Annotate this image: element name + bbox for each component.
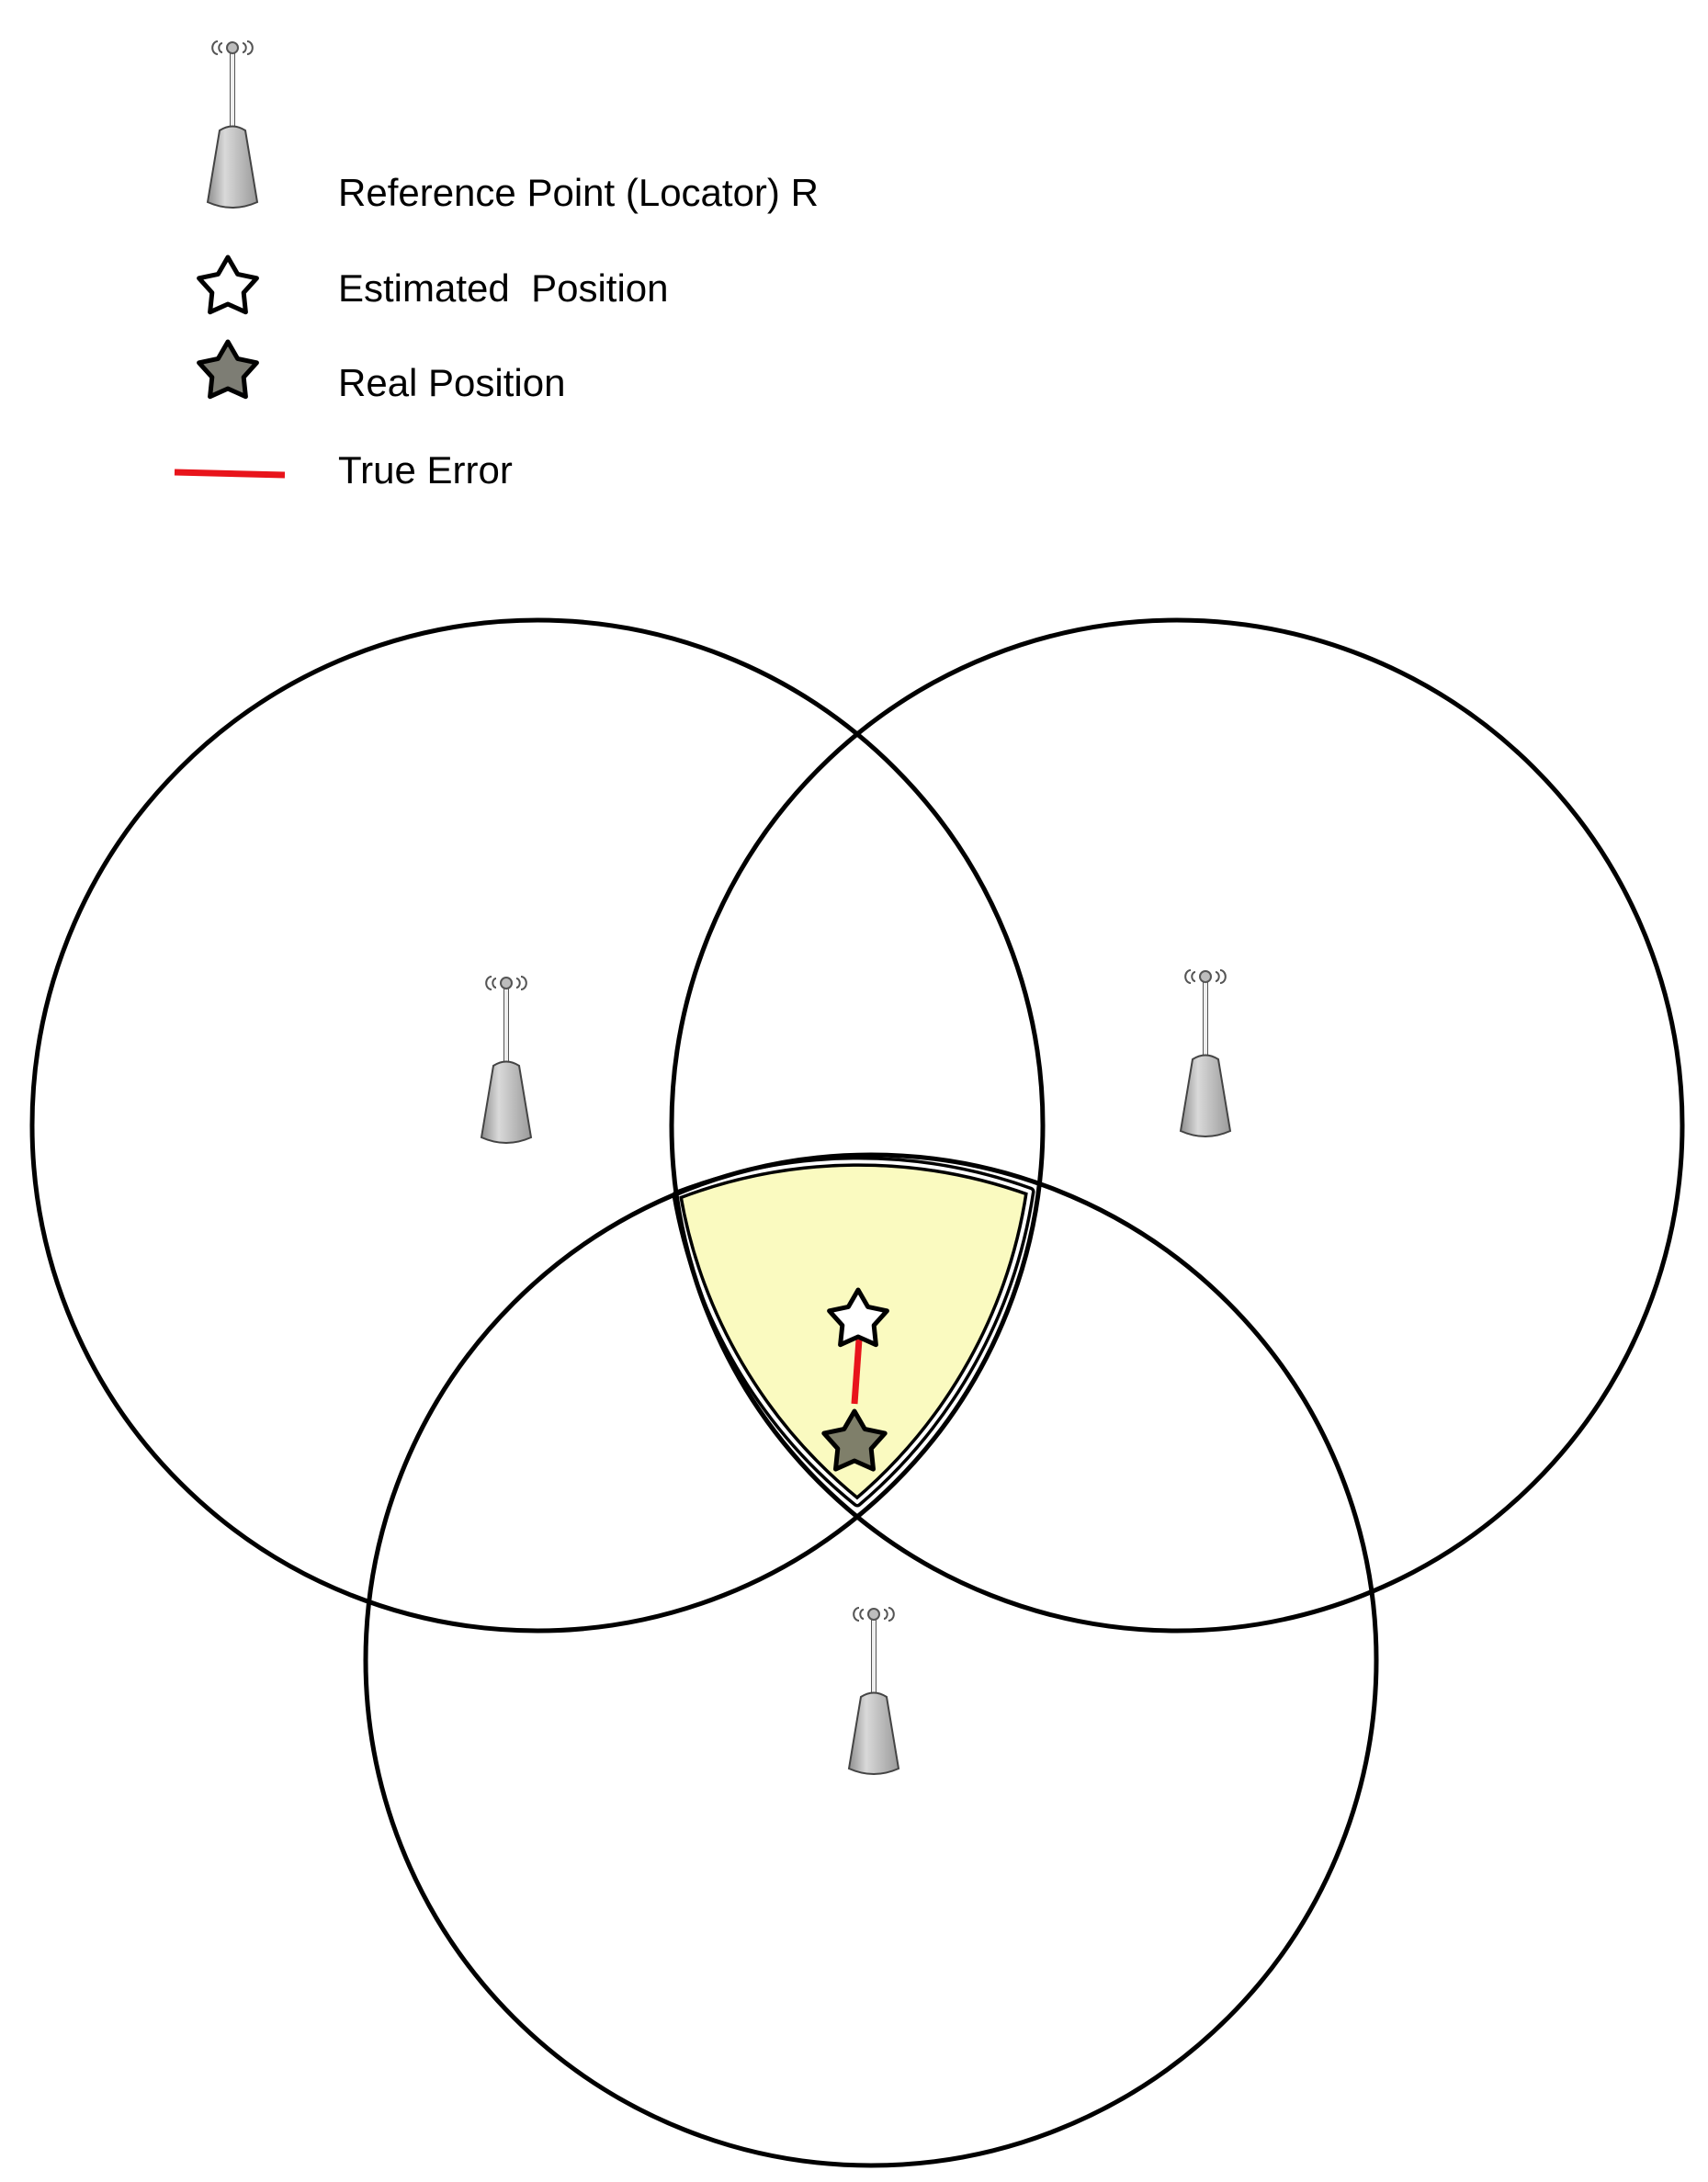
- antenna-tower-icon: [848, 1607, 899, 1775]
- legend-estimated-position-label: Estimated Position: [338, 266, 669, 310]
- antenna-tower-icon: [1180, 969, 1231, 1137]
- true-error-line: [851, 1339, 863, 1405]
- range-circle-left: [29, 617, 1046, 1634]
- estimated-position-star: [827, 1287, 889, 1348]
- legend-reference-point-label: Reference Point (Locator) R: [338, 171, 819, 214]
- real-position-star: [821, 1408, 888, 1472]
- legend-real-position-label: Real Position: [338, 361, 565, 404]
- antenna-tower-icon: [207, 40, 258, 209]
- red-line-icon: [174, 469, 286, 479]
- antenna-tower-icon: [481, 976, 532, 1144]
- legend-true-error-label: True Error: [338, 448, 513, 492]
- legend: Reference Point (Locator) R Estimated Po…: [174, 40, 819, 492]
- range-circle-right: [669, 617, 1685, 1634]
- filled-star-icon: [197, 339, 259, 400]
- range-circle-bottom: [363, 1152, 1379, 2168]
- hollow-star-icon: [197, 254, 259, 315]
